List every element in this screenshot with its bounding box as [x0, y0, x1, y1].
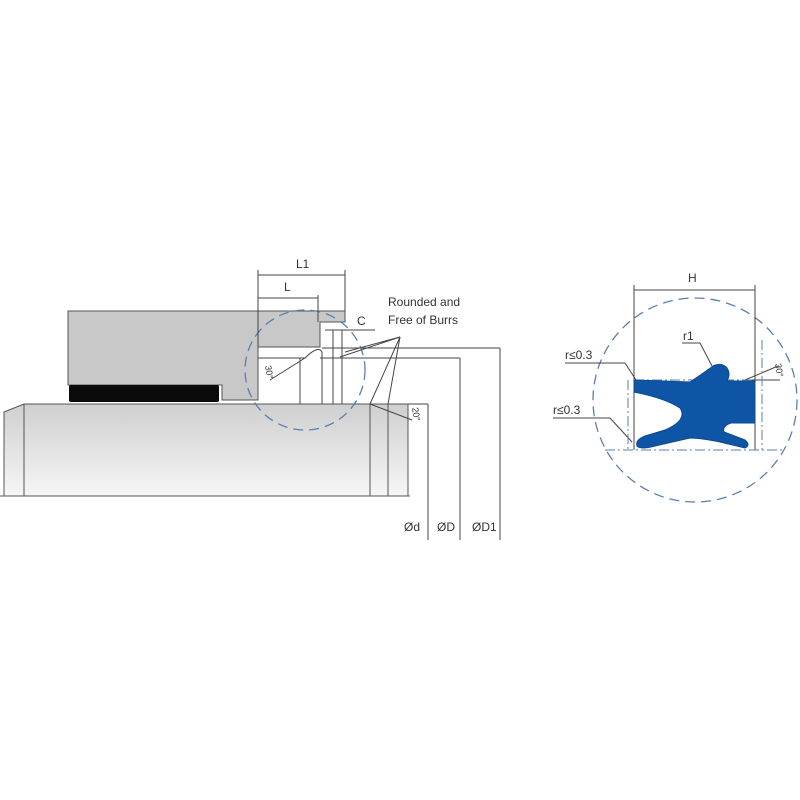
dim-label-D1: ØD1 [472, 520, 497, 534]
note-burrs: Free of Burrs [388, 313, 458, 327]
dim-label-L: L [284, 280, 291, 294]
angle-label-20: 20° [410, 407, 422, 423]
detail-label-r1: r1 [683, 329, 694, 343]
detail-label-r-bottom: r≤0.3 [553, 403, 581, 417]
u-cup-seal-profile [633, 363, 756, 449]
groove-outline [258, 330, 500, 404]
angle-label-30: 30° [263, 365, 275, 381]
dim-label-D: ØD [437, 520, 455, 534]
note-rounded: Rounded and [388, 295, 460, 309]
detail-label-r-top: r≤0.3 [565, 348, 593, 362]
detail-circle [592, 297, 798, 503]
detail-dimension-lines [553, 285, 780, 450]
detail-circle-marker [244, 309, 366, 431]
guide-ring [69, 385, 219, 402]
dimension-lines [257, 270, 501, 540]
dim-label-C: C [357, 314, 366, 328]
detail-angle-label: 30° [773, 363, 785, 379]
dim-label-d: Ød [404, 520, 420, 534]
detail-label-H: H [688, 271, 697, 285]
dim-label-L1: L1 [296, 257, 310, 271]
piston-rod [0, 403, 410, 497]
